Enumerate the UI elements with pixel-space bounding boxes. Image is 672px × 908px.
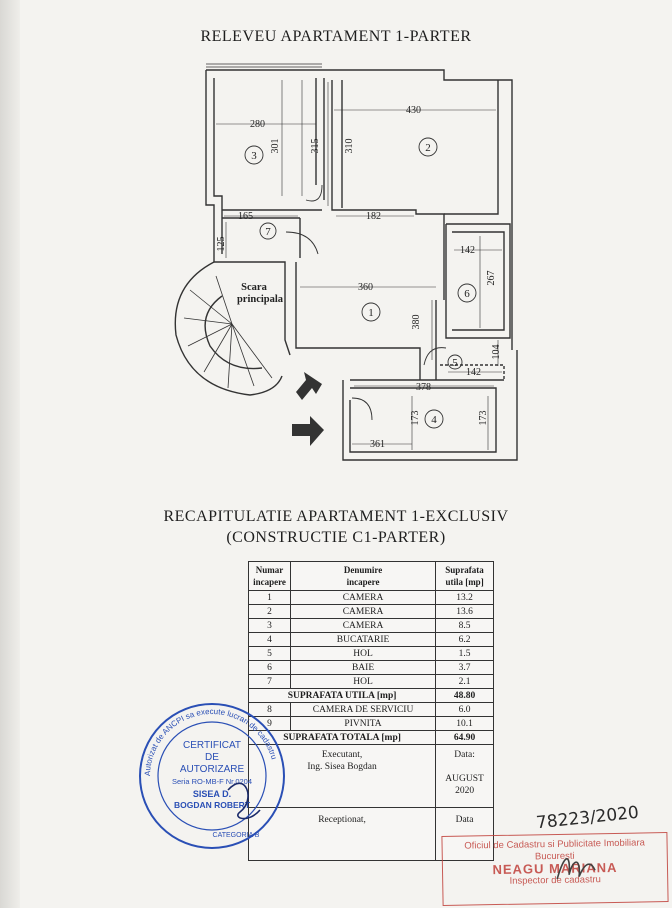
handwritten-registration-number: 78223/2020 [535, 802, 640, 834]
dim-142: 142 [460, 245, 475, 256]
dim-430: 430 [406, 105, 421, 116]
room7-walls [222, 209, 322, 258]
dim-142b: 142 [466, 367, 481, 378]
stair-outer [174, 261, 283, 396]
room-number: 4 [431, 414, 437, 426]
door-arc [351, 397, 373, 421]
svg-text:Seria RO-MB-F Nr.0204: Seria RO-MB-F Nr.0204 [172, 777, 252, 786]
entry-arrow-icon [292, 416, 324, 446]
dim-165: 165 [238, 211, 253, 222]
svg-text:CATEGORIA B: CATEGORIA B [213, 832, 260, 839]
recap-subtitle: (CONSTRUCTIE C1-PARTER) [226, 529, 446, 546]
room-number: 5 [452, 357, 458, 369]
balcony-line [206, 63, 322, 68]
dim-104: 104 [491, 345, 502, 360]
total-util-row: SUPRAFATA UTILA [mp]48.80 [247, 688, 494, 703]
dim-301: 301 [270, 139, 281, 154]
dim-361: 361 [370, 439, 385, 450]
dim-310: 310 [344, 139, 355, 154]
room-number: 1 [368, 307, 374, 319]
dim-182: 182 [366, 211, 381, 222]
door-arc [285, 231, 319, 255]
room1-walls [295, 262, 437, 380]
dim-125: 125 [216, 237, 227, 252]
entry-arrow-icon [296, 372, 322, 400]
dim-360: 360 [358, 282, 373, 293]
door-arc [423, 347, 447, 366]
date2-cell: Data [435, 807, 494, 861]
page-edge-shadow [0, 0, 20, 908]
dim-380: 380 [411, 315, 422, 330]
stair-inner [204, 295, 263, 370]
room-number: 2 [425, 142, 431, 154]
cadastre-office-stamp: Oficiul de Cadastru si Publicitate Imobi… [441, 832, 669, 906]
dim-280: 280 [250, 119, 265, 130]
room6-walls [445, 223, 511, 339]
staircase-label: principala [237, 294, 284, 305]
svg-text:AUTORIZARE: AUTORIZARE [180, 764, 245, 775]
dimension-lines [216, 80, 502, 450]
executant-cell: Executant,Ing. Sisea Bogdan [247, 744, 437, 808]
signature-icon [556, 857, 596, 880]
staircase-label: Scara [241, 282, 267, 293]
room-number: 3 [251, 150, 257, 162]
dim-378: 378 [416, 382, 431, 393]
stair-treads [183, 275, 273, 389]
floor-plan: 280 430 301 315 310 165 182 125 360 142 … [174, 63, 518, 461]
total-row: SUPRAFATA TOTALA [mp]64.90 [247, 730, 494, 745]
authorization-stamp-icon: Autorizat de ANCPI sa execute lucrari de… [139, 703, 285, 849]
plan-title: RELEVEU APARTAMENT 1-PARTER [200, 28, 472, 45]
svg-text:CERTIFICAT: CERTIFICAT [183, 740, 241, 751]
room2-walls [341, 80, 499, 215]
svg-text:BOGDAN ROBERT: BOGDAN ROBERT [174, 800, 251, 810]
room-number: 7 [265, 226, 271, 238]
receptionat-cell: Receptionat, [247, 807, 437, 861]
room-number: 6 [464, 288, 470, 300]
interior-walls [315, 78, 445, 300]
door-arc [305, 184, 323, 202]
dim-173: 173 [410, 411, 421, 426]
kitchen-walls [349, 379, 504, 453]
recap-title: RECAPITULATIE APARTAMENT 1-EXCLUSIV [163, 508, 509, 525]
svg-text:SISEA D.: SISEA D. [193, 789, 231, 799]
reception-row: Receptionat, Data [247, 807, 494, 861]
dim-267: 267 [486, 271, 497, 286]
outer-wall-inner [213, 78, 223, 254]
dim-173: 173 [478, 411, 489, 426]
svg-text:DE: DE [205, 752, 219, 763]
dim-315: 315 [310, 139, 321, 154]
